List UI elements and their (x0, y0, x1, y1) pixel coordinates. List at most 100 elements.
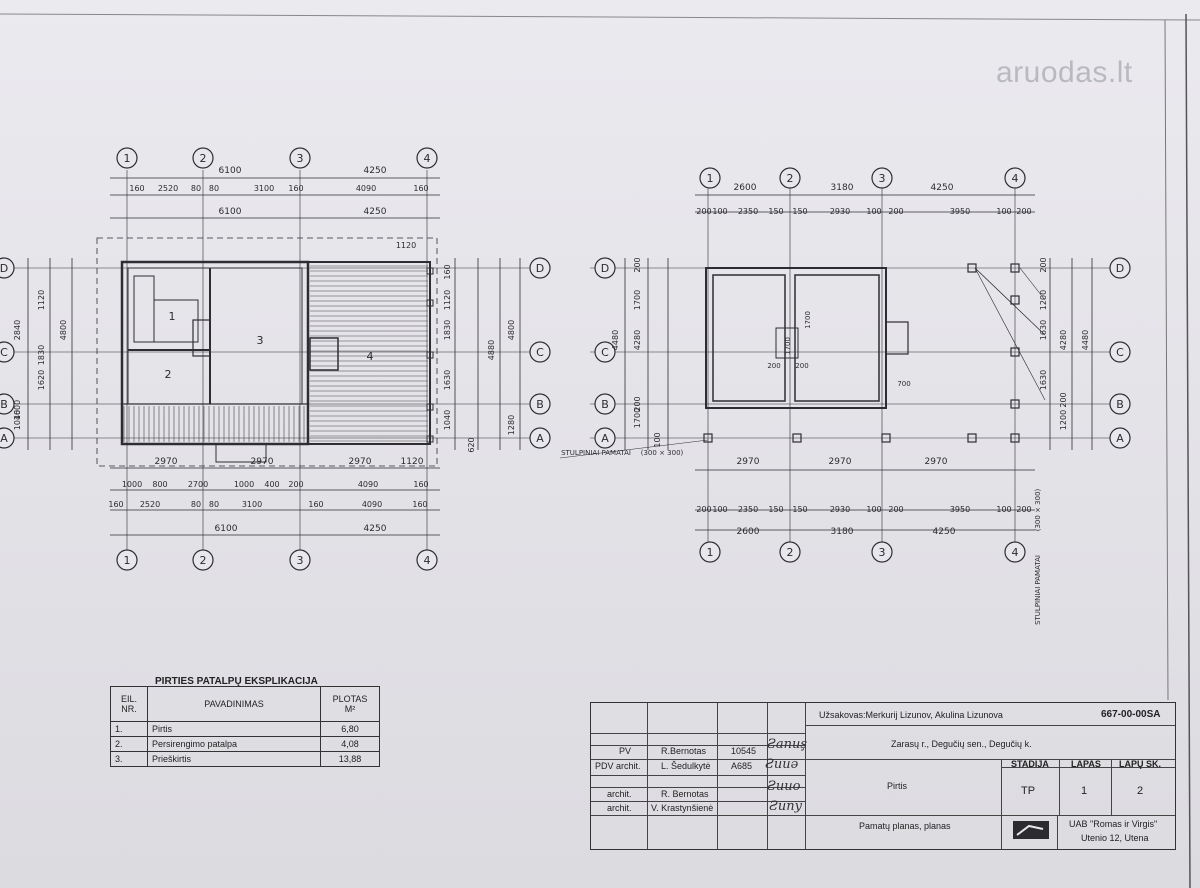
axis-bubble (594, 257, 616, 279)
pillar-foundation (1010, 347, 1020, 357)
dim-label: 200 (1016, 505, 1031, 514)
row-name: Persirengimo patalpa (147, 736, 321, 752)
axis-label: D (0, 262, 8, 275)
dim-label: 2 (165, 0, 171, 3)
dim-label: 1600 (13, 400, 22, 420)
axis-label: 2 (200, 554, 207, 567)
axis-bubble (699, 541, 721, 563)
dim-label: 1700 (633, 408, 642, 428)
axis-label: 3 (879, 546, 886, 559)
pillar-foundation (703, 433, 713, 443)
dim-label: 200 (888, 505, 903, 514)
dim-label: 4800 (59, 320, 68, 340)
pillar-foundation (792, 433, 802, 443)
row-area: 4,08 (320, 736, 380, 752)
signature-pdv: Ƨuuǝ (765, 757, 799, 772)
dim-label: 160 (108, 500, 123, 509)
col-area-text: PLOTAS (332, 694, 368, 704)
company-name: UAB "Romas ir Virgis" (1069, 819, 1158, 829)
pillar-label: STULPINIAI PAMATAI (1034, 555, 1042, 625)
axis-label: D (1116, 262, 1124, 275)
axis-label: 4 (424, 152, 431, 165)
dim-label: 1830 (443, 320, 452, 340)
axis-bubble (529, 427, 551, 449)
axis-bubble (1004, 541, 1026, 563)
sheet-value: 1 (1081, 785, 1088, 797)
row-area: 13,88 (320, 751, 380, 767)
dim-label: 4480 (611, 330, 620, 350)
axis-bubble (289, 147, 311, 169)
col-unit-text: M² (344, 704, 356, 714)
dim-label: 4250 (931, 183, 954, 193)
axis-bubble (1004, 167, 1026, 189)
axis-bubble (0, 257, 15, 279)
dim-label: 200 (1016, 207, 1031, 216)
dim-label: 2520 (140, 500, 160, 509)
dim-label: 4090 (358, 480, 378, 489)
axis-bubble (871, 541, 893, 563)
dim-label: 100 (653, 432, 662, 447)
dim-label: 6100 (219, 166, 242, 176)
num-pv: 10545 (731, 746, 757, 756)
dim-label: 1120 (443, 290, 452, 310)
pillar-size: (300 × 300) (641, 449, 684, 457)
dim-label: 160 (413, 184, 428, 193)
dim-label: 3100 (242, 500, 262, 509)
axis-bubble (0, 341, 15, 363)
dim-label: 160 (129, 184, 144, 193)
dim-label: 200 (1039, 257, 1048, 272)
row-nr: 3. (110, 751, 148, 767)
stage-label: STADIJA (1011, 759, 1049, 769)
dim-label: 200 (696, 207, 711, 216)
table-row: 1. Pirtis 6,80 (110, 721, 380, 737)
axis-bubble (116, 549, 138, 571)
dim-label: 1120 (396, 241, 416, 250)
dim-label: 4250 (933, 527, 956, 537)
dim-label: 80 (209, 500, 219, 509)
row-name: Prieškirtis (147, 751, 321, 767)
stage-value: TP (1021, 785, 1036, 797)
name-pdv: L. Šedulkytė (661, 761, 711, 771)
axis-bubble (0, 393, 15, 415)
dim-label: 6100 (219, 207, 242, 217)
dim-label: 100 (866, 207, 881, 216)
right-foundation-plan (559, 185, 1130, 560)
dim-label: 4090 (356, 184, 376, 193)
pillar-foundation (967, 433, 977, 443)
dim-label: 160 (443, 264, 452, 279)
dim-label: 1630 (443, 370, 452, 390)
watermark: aruodas.lt (996, 56, 1133, 90)
axis-bubble (779, 167, 801, 189)
dim-label: 150 (792, 207, 807, 216)
dim-label: 160 (288, 184, 303, 193)
dim-label: 4250 (364, 207, 387, 217)
dim-label: 620 (467, 437, 476, 452)
dim-label: 160 (413, 480, 428, 489)
axis-bubble (871, 167, 893, 189)
dim-label: 2840 (13, 320, 22, 340)
sheet-label: LAPAS (1071, 759, 1101, 769)
title-block: Užsakovas:Merkurij Lizunov, Akulina Lizu… (590, 702, 1176, 850)
dim-label: 100 (712, 505, 727, 514)
table-row: 3. Prieškirtis 13,88 (110, 751, 380, 767)
axis-label: 3 (879, 172, 886, 185)
drawing-name: Pamatų planas, planas (859, 821, 951, 831)
axis-label: 1 (707, 546, 714, 559)
dim-label: 1200 (1039, 290, 1048, 310)
axis-bubble (1109, 393, 1131, 415)
company-address: Utenio 12, Utena (1081, 833, 1149, 843)
axis-label: 3 (297, 554, 304, 567)
name-archit-1: R. Bernotas (661, 789, 709, 799)
dim-label: 1630 (1039, 370, 1048, 390)
axis-label: A (536, 432, 544, 445)
dim-label: 200 (288, 480, 303, 489)
dim-label: 100 (712, 207, 727, 216)
signature-archit-1: Ƨuuo (767, 779, 801, 794)
dim-label: 200 (1059, 392, 1068, 407)
axis-label: C (1116, 346, 1124, 359)
axis-label: A (0, 432, 8, 445)
dim-label: 2970 (925, 457, 948, 467)
sheets-label: LAPŲ SK. (1119, 759, 1162, 769)
dim-label: 200 (767, 362, 780, 370)
